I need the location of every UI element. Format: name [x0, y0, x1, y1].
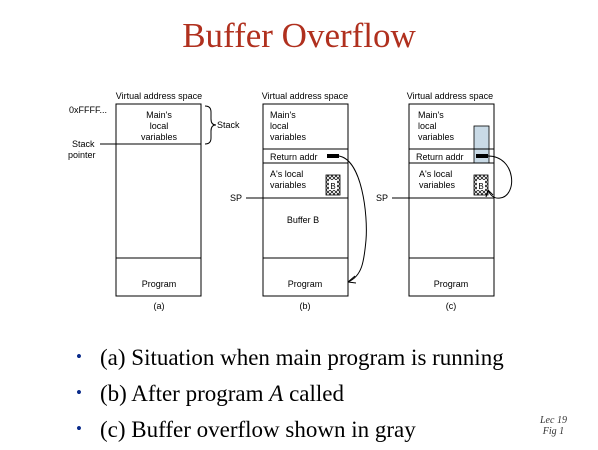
address-label: 0xFFFF... [69, 105, 107, 115]
panel-a-main-vars-2: local [150, 121, 169, 131]
panel-a-program: Program [142, 279, 177, 289]
figure-reference: Lec 19 Fig 1 [540, 415, 567, 437]
stack-label: Stack [217, 120, 240, 130]
panel-b-program: Program [288, 279, 323, 289]
panel-b-return-arrow [338, 155, 367, 283]
stack-pointer-label-1: Stack [72, 139, 95, 149]
panel-c-program: Program [434, 279, 469, 289]
panel-c-box [408, 103, 495, 297]
panel-a-header: Virtual address space [116, 91, 202, 101]
bullet-text-end: called [283, 381, 344, 406]
panel-c-a-vars-1: A's local [419, 169, 452, 179]
panel-a-main-vars-1: Main's [146, 110, 172, 120]
panel-c-return-addr: Return addr [416, 152, 464, 162]
panel-a-caption: (a) [154, 301, 165, 311]
panel-a-box [115, 103, 202, 297]
panel-c-arrowhead [485, 189, 494, 198]
panel-b-caption: (b) [300, 301, 311, 311]
bullet-item: • (b) After program A called [76, 375, 504, 411]
panel-b-main-vars-3: variables [270, 132, 307, 142]
panel-b-a-vars-1: A's local [270, 169, 303, 179]
panel-c: Virtual address space Main's local varia… [376, 91, 513, 311]
bullet-text: (c) Buffer overflow shown in gray [100, 417, 416, 442]
bullet-text-italic: A [269, 381, 284, 406]
panel-b-b-tag: B [330, 182, 335, 191]
figure-ref: Fig 1 [542, 426, 565, 437]
panel-c-return-marker [476, 154, 488, 158]
panel-c-caption: (c) [446, 301, 457, 311]
bullet-dot-icon: • [76, 347, 82, 366]
slide-title: Buffer Overflow [182, 16, 416, 55]
bullet-dot-icon: • [76, 419, 82, 438]
panel-c-a-vars-2: variables [419, 180, 456, 190]
panel-b-arrowhead [347, 275, 357, 284]
bullet-text: (a) Situation when main program is runni… [100, 345, 504, 370]
panel-b-sp-label: SP [230, 193, 242, 203]
panel-b-main-vars-1: Main's [270, 110, 296, 120]
panel-b-a-vars-2: variables [270, 180, 307, 190]
panel-b-main-vars-2: local [270, 121, 289, 131]
panel-c-header: Virtual address space [407, 91, 493, 101]
panel-b-return-marker [327, 154, 339, 158]
panel-b-buffer-b: Buffer B [287, 215, 319, 225]
panel-b: Virtual address space Main's local varia… [230, 91, 367, 311]
panel-b-box [262, 103, 349, 297]
bullet-item: • (a) Situation when main program is runn… [76, 339, 504, 375]
bullet-list: • (a) Situation when main program is runn… [76, 339, 504, 447]
panel-c-return-arrow [487, 155, 513, 199]
bullet-text: (b) After program [100, 381, 270, 406]
panel-b-b-tag-bg [329, 180, 337, 190]
panel-c-main-vars-3: variables [418, 132, 455, 142]
panel-c-sp-label: SP [376, 193, 388, 203]
stack-brace [204, 105, 217, 145]
buffer-overflow-diagram: Virtual address space Main's local varia… [68, 91, 513, 311]
panel-c-b-tag: B [478, 182, 483, 191]
panel-b-header: Virtual address space [262, 91, 348, 101]
lecture-ref: Lec 19 [540, 415, 567, 426]
panel-a-main-vars-3: variables [141, 132, 178, 142]
stack-pointer-label-2: pointer [68, 150, 96, 160]
panel-a: Virtual address space Main's local varia… [68, 91, 240, 311]
panel-b-return-addr: Return addr [270, 152, 318, 162]
panel-c-main-vars-2: local [418, 121, 437, 131]
panel-c-main-vars-1: Main's [418, 110, 444, 120]
bullet-dot-icon: • [76, 383, 82, 402]
panel-c-b-tag-bg [477, 180, 485, 190]
bullet-item: • (c) Buffer overflow shown in gray [76, 411, 504, 447]
